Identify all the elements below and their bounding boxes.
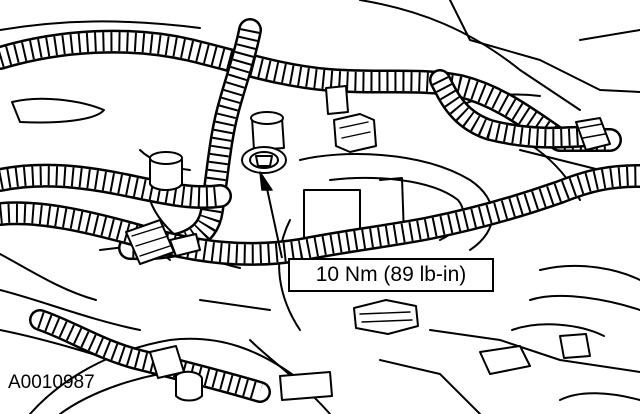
torque-leader-arrow — [259, 171, 283, 259]
wiring-harness — [0, 18, 640, 403]
bolt-icon — [241, 111, 287, 174]
connector-top — [325, 85, 377, 153]
sensor-left — [149, 151, 183, 191]
connector-right — [575, 117, 611, 151]
connector-lower — [353, 299, 591, 375]
torque-spec-label: 10 Nm (89 lb-in) — [288, 258, 494, 292]
figure-id: A0010987 — [8, 372, 95, 393]
connector-left — [125, 219, 201, 265]
connector-bottom-left — [149, 345, 333, 402]
